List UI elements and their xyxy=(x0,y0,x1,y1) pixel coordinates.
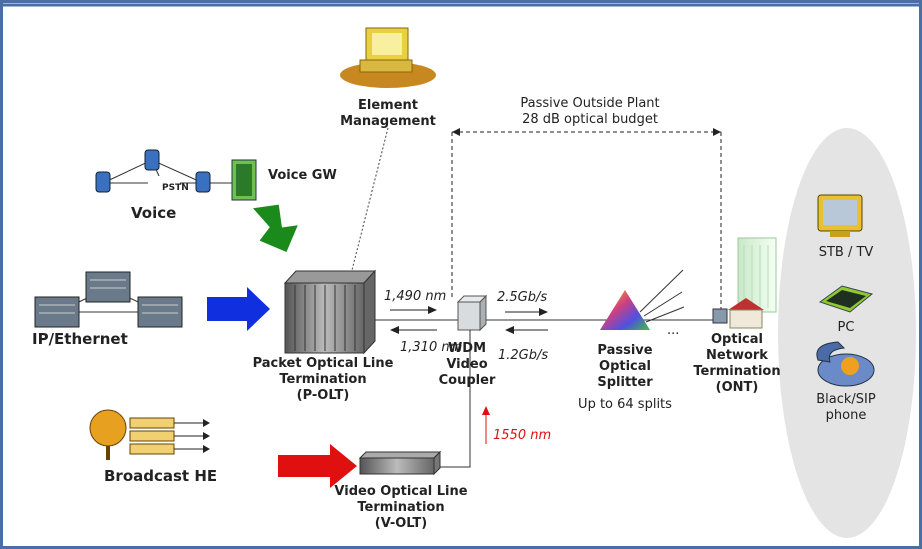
voice-gateway-icon xyxy=(231,159,257,201)
ont-building-icon xyxy=(712,237,777,329)
wdm-coupler-icon xyxy=(456,294,488,332)
video-1550-arrow xyxy=(482,406,490,444)
ip-ethernet-routers-icon xyxy=(34,271,183,328)
splitter-capacity: Up to 64 splits xyxy=(578,397,672,412)
downstream-arrow-2 xyxy=(505,308,548,316)
ip-ethernet-label: IP/Ethernet xyxy=(32,330,128,348)
broadcast-he-label: Broadcast HE xyxy=(104,467,218,485)
voice-gw-label: Voice GW xyxy=(268,168,337,183)
outside-plant-bracket xyxy=(451,128,722,312)
upstream-arrow-1 xyxy=(390,326,437,334)
premises-oval xyxy=(778,128,916,538)
sip-phone-icon xyxy=(816,341,875,387)
em-link xyxy=(351,127,389,271)
upstream-wavelength: 1,310 nm xyxy=(400,340,463,355)
optical-splitter-icon xyxy=(600,269,685,330)
pstn-label: PSTN xyxy=(162,183,189,193)
element-management-computer-icon xyxy=(340,27,436,88)
tv-label: STB / TV xyxy=(818,245,874,260)
broadcast-he-icon xyxy=(89,409,210,460)
stb-tv-icon xyxy=(817,194,863,237)
pc-laptop-icon xyxy=(818,285,874,313)
upstream-arrow-2 xyxy=(505,326,548,334)
ip-arrow xyxy=(207,287,270,331)
p-olt-chassis-icon xyxy=(283,269,377,355)
voice-arrow xyxy=(253,204,298,253)
pc-label: PC xyxy=(837,320,855,335)
video-wavelength: 1550 nm xyxy=(493,428,552,443)
downstream-wavelength: 1,490 nm xyxy=(384,289,447,304)
downstream-arrow-1 xyxy=(390,306,437,314)
video-fiber xyxy=(438,330,471,468)
splitter-dots: ... xyxy=(667,323,680,338)
voice-label: Voice xyxy=(131,204,177,222)
downstream-rate: 2.5Gb/s xyxy=(497,290,548,305)
video-arrow xyxy=(278,444,357,488)
v-olt-chassis-icon xyxy=(358,450,442,476)
pstn-network-icon xyxy=(95,149,234,193)
upstream-rate: 1.2Gb/s xyxy=(498,348,549,363)
